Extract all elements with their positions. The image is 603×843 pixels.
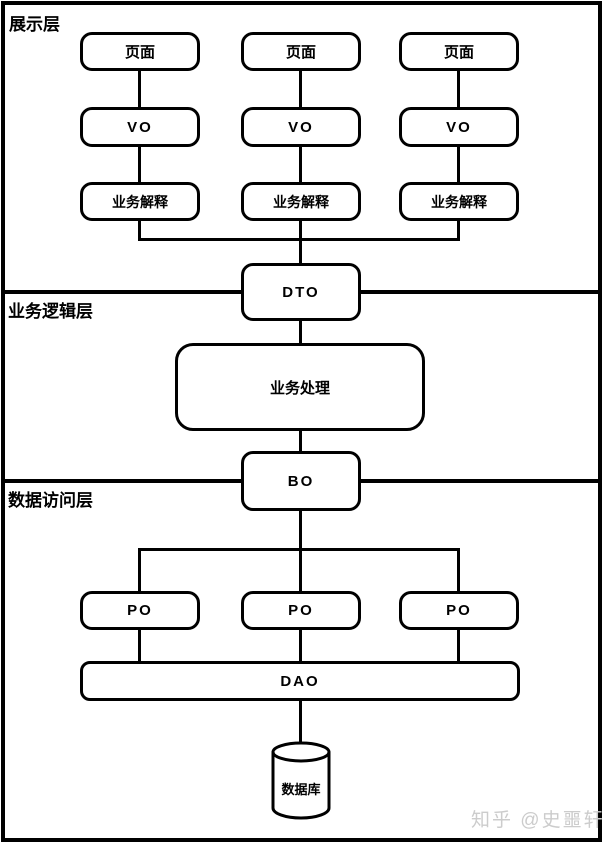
edge-join-po3 [457, 551, 460, 591]
node-database-label: 数据库 [281, 782, 321, 797]
node-page-3: 页面 [399, 32, 519, 71]
edge-po3-dao [457, 630, 460, 661]
node-business-process: 业务处理 [175, 343, 425, 431]
edge-join-po1 [138, 551, 141, 591]
edge-po1-dao [138, 630, 141, 661]
node-page-2: 页面 [241, 32, 361, 71]
section-label-presentation: 展示层 [9, 15, 60, 34]
node-page-1: 页面 [80, 32, 200, 71]
node-po-2: PO [241, 591, 361, 630]
section-label-business-logic: 业务逻辑层 [8, 302, 93, 321]
node-bo: BO [241, 451, 361, 511]
edge-process-bo [299, 431, 302, 451]
node-interpret-1: 业务解释 [80, 182, 200, 221]
node-interpret-3: 业务解释 [399, 182, 519, 221]
edge-dao-database [299, 701, 302, 745]
section-label-data-access: 数据访问层 [8, 491, 93, 510]
edge-join-dto [299, 221, 302, 263]
edge-dto-process [299, 321, 302, 343]
edge-interpret-join-3 [457, 221, 460, 241]
node-vo-1: VO [80, 107, 200, 147]
node-interpret-2: 业务解释 [241, 182, 361, 221]
database-cylinder-icon [271, 741, 331, 820]
edge-interpret-join-1 [138, 221, 141, 241]
edge-join-bus-bottom [138, 548, 460, 551]
edge-po2-dao [299, 630, 302, 661]
edge-page-vo-3 [457, 71, 460, 107]
node-po-1: PO [80, 591, 200, 630]
node-po-3: PO [399, 591, 519, 630]
node-vo-2: VO [241, 107, 361, 147]
edge-page-vo-2 [299, 71, 302, 107]
edge-page-vo-1 [138, 71, 141, 107]
edge-vo-interpret-1 [138, 146, 141, 182]
edge-vo-interpret-2 [299, 146, 302, 182]
node-vo-3: VO [399, 107, 519, 147]
edge-bo-po2 [299, 511, 302, 591]
node-dao: DAO [80, 661, 520, 701]
edge-vo-interpret-3 [457, 146, 460, 182]
watermark: 知乎 @史噩轩 [471, 810, 603, 831]
node-dto: DTO [241, 263, 361, 321]
